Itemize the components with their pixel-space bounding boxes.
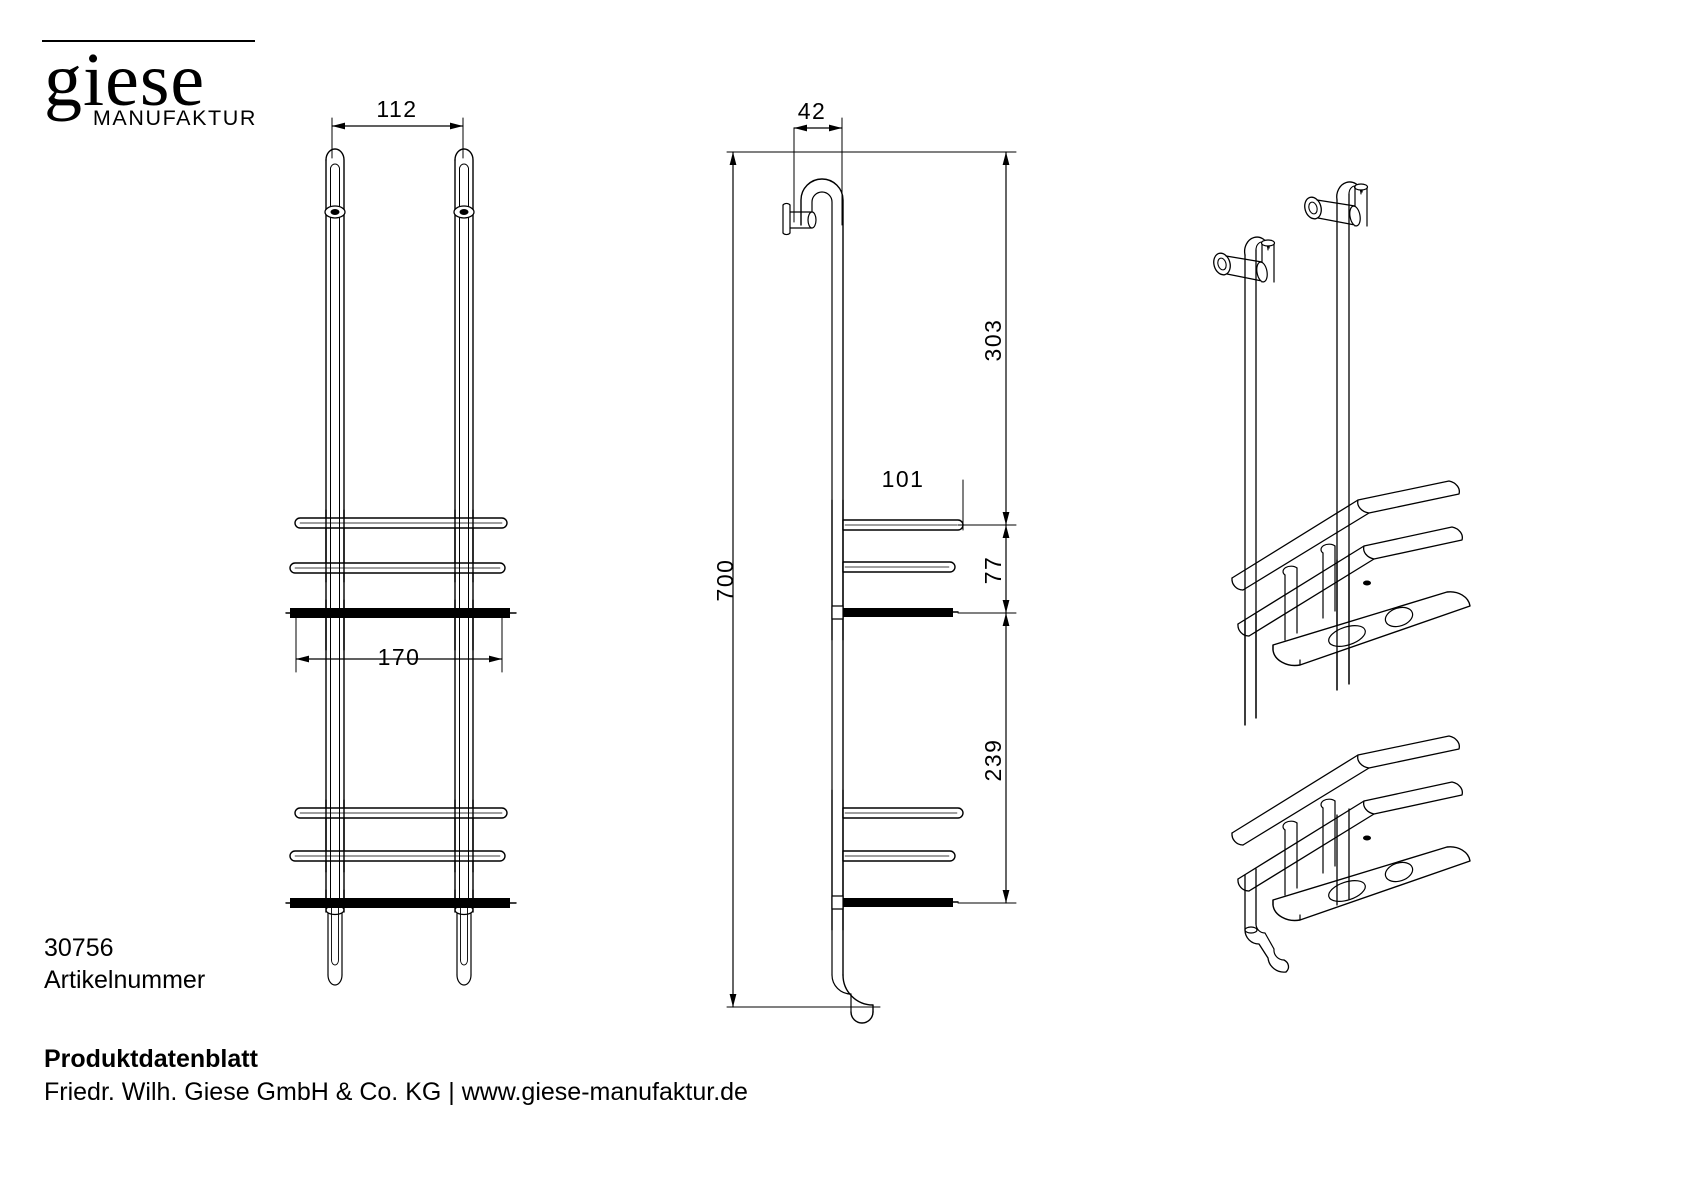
front-lower-basket-rails — [289, 799, 508, 873]
front-lower-shelf-plate — [285, 889, 517, 913]
side-hook-top — [782, 178, 844, 976]
brand-logo: giese MANUFAKTUR — [42, 40, 257, 131]
dim-label-77: 77 — [980, 556, 1006, 585]
iso-lower-basket — [1231, 735, 1471, 931]
iso-rail-back — [1213, 236, 1276, 726]
dimension-170 — [295, 617, 503, 673]
dim-label-170: 170 — [378, 644, 421, 670]
logo-rule — [42, 40, 255, 42]
front-elevation-view — [285, 117, 517, 986]
side-elevation-view — [726, 117, 1017, 1024]
iso-bottom-hook — [1244, 923, 1290, 973]
dim-label-303: 303 — [980, 319, 1006, 362]
front-upper-shelf-plate — [285, 599, 517, 651]
article-number-label: Artikelnummer — [44, 966, 206, 994]
front-upper-basket-rails — [289, 509, 508, 583]
side-lower-basket — [831, 789, 964, 931]
dimension-700 — [726, 151, 1017, 1008]
dimension-112 — [331, 117, 464, 159]
brand-tagline: MANUFAKTUR — [92, 106, 257, 131]
side-upper-basket — [831, 499, 964, 641]
dimension-chain-side — [957, 151, 1017, 904]
company-line: Friedr. Wilh. Giese GmbH & Co. KG | www.… — [44, 1078, 748, 1106]
datasheet-title: Produktdatenblatt — [44, 1045, 258, 1073]
dim-label-700: 700 — [712, 559, 738, 602]
side-hook-bottom — [831, 974, 874, 1024]
dim-label-42: 42 — [798, 98, 827, 124]
dim-label-101: 101 — [882, 466, 925, 492]
dim-label-112: 112 — [376, 96, 417, 122]
article-number: 30756 — [44, 934, 114, 962]
iso-rail-front — [1304, 181, 1369, 691]
brand-name: giese — [44, 38, 206, 122]
isometric-view — [1213, 181, 1471, 973]
dim-label-239: 239 — [980, 739, 1006, 782]
iso-upper-basket — [1231, 480, 1471, 726]
dimension-42 — [793, 117, 843, 226]
